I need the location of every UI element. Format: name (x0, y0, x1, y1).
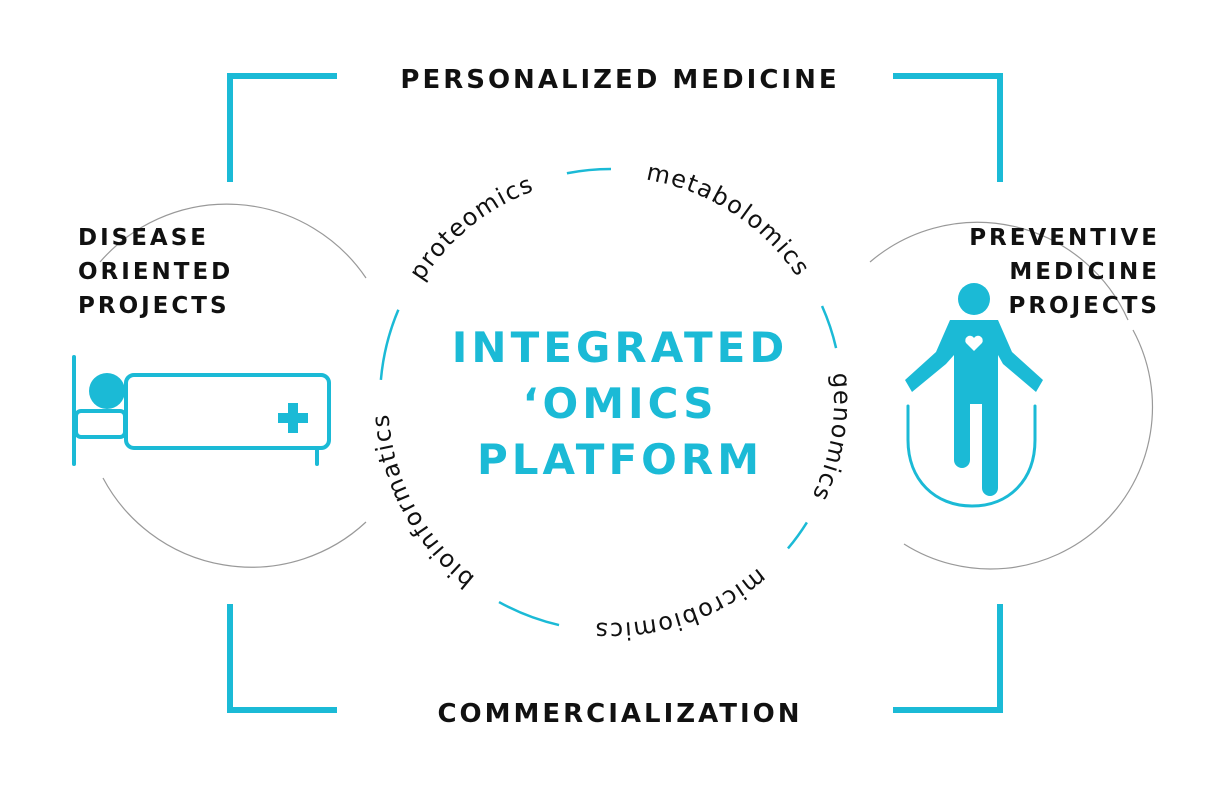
left-arc-top (99, 203, 367, 279)
left-label-line: PROJECTS (78, 293, 230, 319)
right-arc-right (903, 329, 1154, 570)
left-arc-bottom (102, 477, 367, 568)
jump-rope-person-icon (905, 283, 1043, 508)
left-label-line: ORIENTED (78, 259, 233, 285)
omics-word-bioinformatics: bioinformatics (366, 412, 479, 595)
ring-segment (498, 600, 560, 627)
hospital-bed-icon (72, 355, 331, 466)
ring-segment (566, 167, 612, 175)
center-title-line: INTEGRATED (452, 323, 788, 372)
omics-word-genomics: genomics (806, 372, 856, 507)
right-label-line: MEDICINE (1009, 259, 1160, 285)
disease-oriented-projects-label: DISEASE ORIENTED PROJECTS (78, 225, 233, 319)
corner-brackets (227, 73, 1003, 713)
right-label-line: PROJECTS (1008, 293, 1160, 319)
omics-word-metabolomics: metabolomics (644, 158, 816, 282)
right-arc-top (869, 221, 1129, 321)
ring-segment (786, 521, 808, 550)
omics-word-microbiomics: microbiomics (593, 563, 772, 645)
ring-segment (379, 309, 400, 380)
omics-word-proteomics: proteomics (404, 169, 539, 285)
omics-ring (379, 167, 838, 627)
gray-arcs (99, 203, 1154, 570)
ring-segment (820, 305, 838, 349)
bracket-bottom-right (893, 604, 1003, 713)
commercialization-label: COMMERCIALIZATION (437, 699, 802, 729)
bracket-top-right (893, 73, 1003, 182)
personalized-medicine-label: PERSONALIZED MEDICINE (400, 65, 839, 95)
center-title-line: ‘OMICS (523, 379, 718, 428)
center-title-line: PLATFORM (477, 435, 763, 484)
bracket-top-left (227, 73, 337, 182)
right-label-line: PREVENTIVE (969, 225, 1160, 251)
preventive-medicine-projects-label: PREVENTIVE MEDICINE PROJECTS (969, 225, 1160, 319)
left-label-line: DISEASE (78, 225, 209, 251)
center-title: INTEGRATED ‘OMICS PLATFORM (452, 323, 788, 484)
bracket-bottom-left (227, 604, 337, 713)
